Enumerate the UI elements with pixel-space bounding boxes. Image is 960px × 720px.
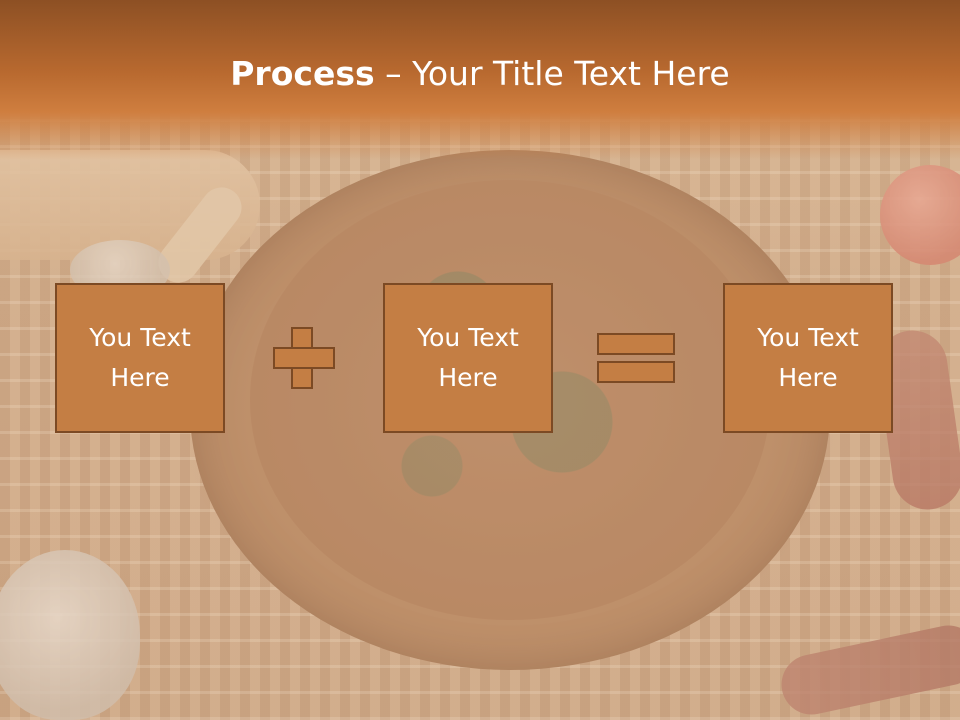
slide-title[interactable]: Process – Your Title Text Here xyxy=(0,54,960,93)
title-band xyxy=(0,0,960,160)
process-box-1[interactable]: You Text Here xyxy=(55,283,225,433)
garlic-bulb xyxy=(0,550,140,720)
title-rest: Your Title Text Here xyxy=(412,54,730,93)
equals-icon-top-bar xyxy=(597,333,675,355)
plus-icon-core xyxy=(293,349,311,367)
process-box-2-text: You Text Here xyxy=(417,323,519,392)
equals-icon-bottom-bar xyxy=(597,361,675,383)
process-box-2[interactable]: You Text Here xyxy=(383,283,553,433)
title-dash: – xyxy=(374,54,413,93)
title-bold: Process xyxy=(230,54,375,93)
process-box-3-text: You Text Here xyxy=(757,323,859,392)
process-box-3[interactable]: You Text Here xyxy=(723,283,893,433)
process-box-1-text: You Text Here xyxy=(89,323,191,392)
tomato xyxy=(880,165,960,265)
